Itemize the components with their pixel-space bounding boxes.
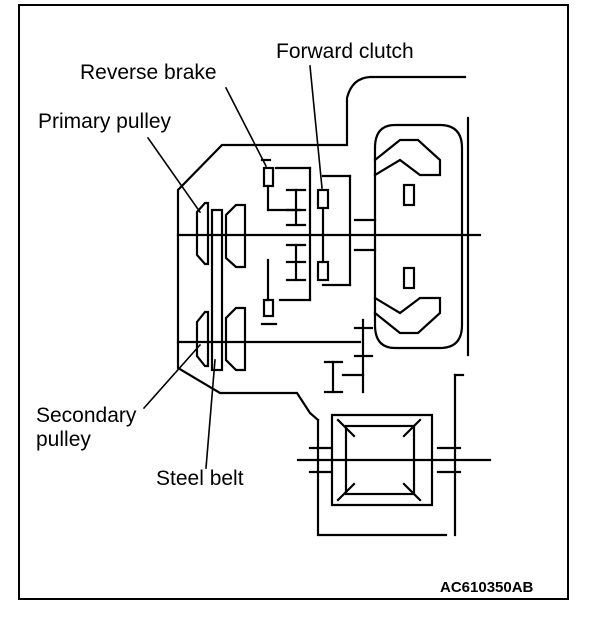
primary-pulley-label: Primary pulley [38,110,172,133]
leader-primary-pulley [146,136,202,214]
figure-frame [18,4,569,600]
figure-code: AC610350AB [440,579,534,596]
secondary-pulley [195,306,247,372]
forward-clutch [316,174,352,287]
leader-steel-belt [205,359,216,469]
secondary-pulley-label-line2: pulley [36,428,91,452]
secondary-pulley-label: Secondary pulley [36,404,136,452]
leader-secondary-pulley [142,343,202,410]
forward-clutch-label: Forward clutch [276,40,414,63]
reverse-brake-label: Reverse brake [80,61,217,84]
leader-forward-clutch [309,65,323,189]
leader-reverse-brake [224,86,268,168]
differential [296,373,492,537]
steel-belt-label: Steel belt [156,467,244,490]
secondary-pulley-label-line1: Secondary [36,404,137,427]
planetary-gear-set [274,166,312,302]
reduction-gear [323,318,374,394]
steel-belt [210,208,224,372]
torque-converter [353,116,470,357]
primary-pulley [195,201,247,269]
